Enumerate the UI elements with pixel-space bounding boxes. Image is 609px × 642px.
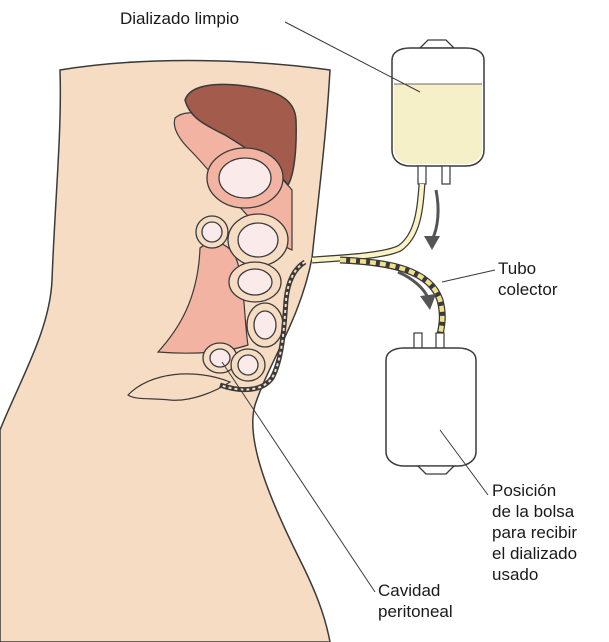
inflow-arrow-head (424, 236, 440, 250)
clean-bag-fluid (394, 84, 482, 164)
inflow-arrow (432, 190, 438, 240)
peritoneal-cavity-label-line: peritoneal (378, 601, 453, 622)
bag-position-label-line: de la bolsa (492, 501, 577, 522)
used-bag-body (386, 348, 476, 466)
clean-bag-port (442, 166, 450, 184)
collector-tube-label-line: colector (498, 279, 558, 300)
clean-bag-hanger (420, 40, 454, 48)
intestine-loop (254, 311, 276, 339)
peritoneal-cavity-label: Cavidad peritoneal (378, 580, 453, 622)
clean-dialysate-label: Dializado limpio (120, 8, 239, 29)
inflow-tube (312, 184, 422, 260)
clean-dialysate-bag (392, 40, 484, 184)
bag-position-label-line: usado (492, 564, 577, 585)
bag-position-label: Posición de la bolsa para recibir el dia… (492, 480, 577, 585)
intestine-loop (202, 222, 222, 242)
leader-line-collector-tube (442, 270, 495, 282)
intestine-loop (238, 269, 272, 295)
used-dialysate-bag (386, 333, 476, 474)
outflow-arrow-head (420, 294, 436, 310)
intestine-loop (219, 158, 271, 198)
collector-tube-label: Tubo colector (498, 258, 558, 300)
collector-tube-label-line: Tubo (498, 258, 558, 279)
used-bag-hanger (418, 466, 454, 474)
inflow-tube-core (312, 184, 422, 260)
intestine-loop (238, 355, 258, 375)
clean-bag-port (418, 166, 426, 184)
clean-dialysate-label-text: Dializado limpio (120, 8, 239, 29)
bag-position-label-line: Posición (492, 480, 577, 501)
bag-position-label-line: el dializado (492, 543, 577, 564)
intestine-loop (210, 349, 230, 367)
peritoneal-cavity-label-line: Cavidad (378, 580, 453, 601)
intestine-loop (238, 223, 278, 257)
bag-position-label-line: para recibir (492, 522, 577, 543)
